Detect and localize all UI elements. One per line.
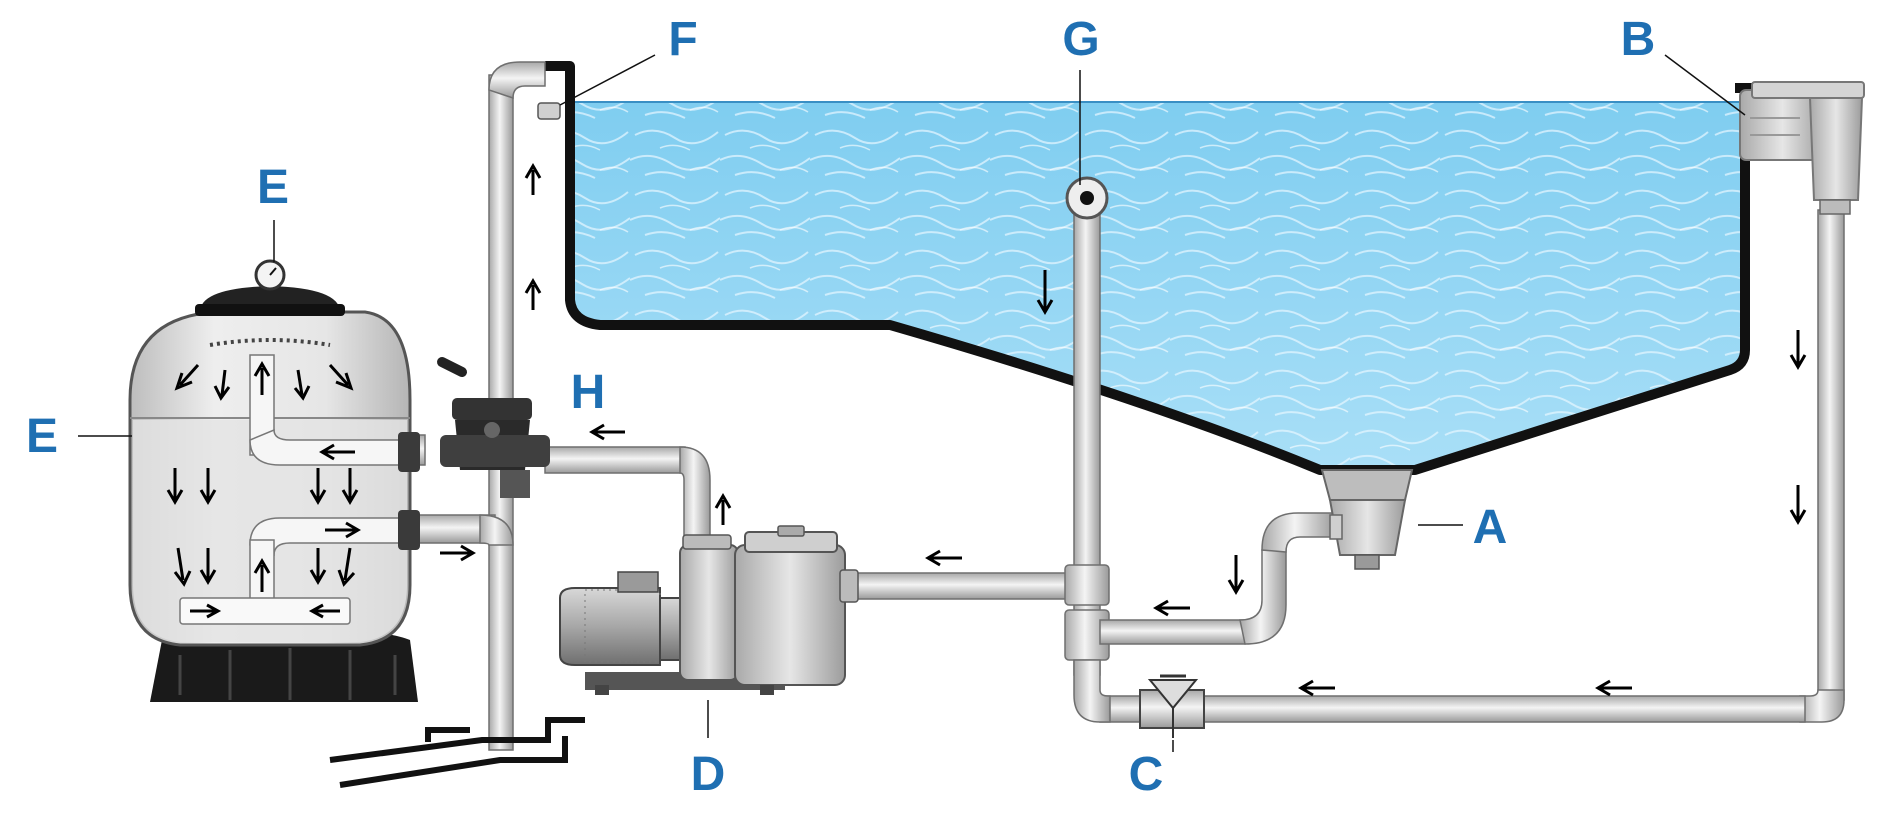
arrow-left <box>925 549 962 567</box>
label-g: G <box>1062 13 1099 66</box>
arrow-up <box>253 558 271 592</box>
pipe-valve-to-pump-elbow <box>679 446 711 546</box>
pool-wall <box>545 61 1760 475</box>
label-c: C <box>1129 748 1164 801</box>
arrow-up <box>524 163 542 195</box>
waste-line-2 <box>339 736 568 788</box>
pump-feet-2 <box>760 685 774 695</box>
leader-lines <box>78 54 1746 752</box>
pipe-drain-elbow-low <box>1239 549 1287 645</box>
label-b: B <box>1621 13 1656 66</box>
pool <box>545 61 1768 475</box>
arrow-left <box>1298 679 1335 697</box>
diffuser <box>209 338 331 347</box>
arrow-left <box>589 423 625 441</box>
labels: F G B E E H A D C <box>26 13 1655 801</box>
label-a: A <box>1473 501 1508 554</box>
return-inlet-nozzle <box>537 102 561 120</box>
arrow-right <box>190 603 222 619</box>
label-h: H <box>571 366 606 419</box>
arrow-down <box>199 468 217 505</box>
filter-port-lower <box>398 510 420 550</box>
arrow-down <box>341 468 359 505</box>
check-valve <box>1139 674 1205 738</box>
filter-laterals <box>179 597 351 625</box>
pump <box>559 525 859 695</box>
pipe-return-elbow-top <box>488 61 546 100</box>
pipe-drain-elbow-high <box>1261 512 1336 553</box>
filter-port-upper <box>398 432 420 472</box>
pump-volute <box>679 544 739 681</box>
arrow-down <box>166 468 184 505</box>
pipe-vacuum-joint <box>1064 564 1110 606</box>
pipe-skimmer-elbow <box>1799 689 1845 723</box>
arrow-down <box>309 548 327 585</box>
pipe-filter-lower-elbow <box>479 514 514 546</box>
filter-base-ribs <box>178 648 397 700</box>
arrow-down <box>1789 330 1807 370</box>
waste-line <box>329 717 585 763</box>
pump-strainer-basket <box>734 544 846 686</box>
arrow-left <box>1153 599 1190 617</box>
arrow-left <box>319 443 355 461</box>
arrow-down <box>328 363 354 391</box>
arrow-down <box>1227 555 1245 595</box>
pump-inlet-union <box>839 569 859 603</box>
pump-outlet-union <box>682 534 732 550</box>
arrow-down <box>213 369 231 401</box>
pool-water-ripples <box>575 102 1745 470</box>
skimmer <box>1739 81 1865 215</box>
arrow-left <box>308 603 340 619</box>
pipe-skimmer-bottom <box>1099 695 1806 723</box>
filter-tank <box>128 259 420 702</box>
label-e-left: E <box>26 410 58 463</box>
arrow-left <box>1595 679 1632 697</box>
pump-motor <box>559 587 661 666</box>
pipe-skimmer-down <box>1817 209 1845 701</box>
label-d: D <box>691 748 726 801</box>
arrow-down <box>337 547 356 587</box>
filter-lid-ring <box>195 304 345 316</box>
arrow-down <box>1789 485 1807 525</box>
arrow-up <box>253 361 271 395</box>
arrow-down <box>1036 270 1054 315</box>
multiport-valve <box>437 357 550 498</box>
pipe-drain-horizontal <box>1099 619 1246 645</box>
label-f: F <box>668 13 697 66</box>
arrow-right <box>325 521 361 539</box>
arrow-down <box>173 547 192 587</box>
arrow-right <box>440 544 476 562</box>
waste-line-3 <box>425 727 470 742</box>
pump-feet <box>595 685 609 695</box>
pipe-pump-suction <box>849 572 1089 600</box>
arrow-up <box>524 278 542 310</box>
pipe-left-elbow-bottom <box>1073 659 1111 723</box>
pump-lid-knob <box>777 525 805 537</box>
vacuum-point <box>1065 176 1109 220</box>
pump-junction-box <box>617 571 659 593</box>
flow-arrows <box>166 163 1807 697</box>
label-e-top: E <box>257 161 289 214</box>
main-drain <box>1320 469 1414 570</box>
arrow-down <box>199 548 217 585</box>
pipe-valve-to-pump <box>544 446 686 474</box>
arrow-down <box>174 363 200 391</box>
arrow-down <box>293 369 311 401</box>
arrow-up <box>714 493 732 525</box>
arrow-down <box>309 468 327 505</box>
